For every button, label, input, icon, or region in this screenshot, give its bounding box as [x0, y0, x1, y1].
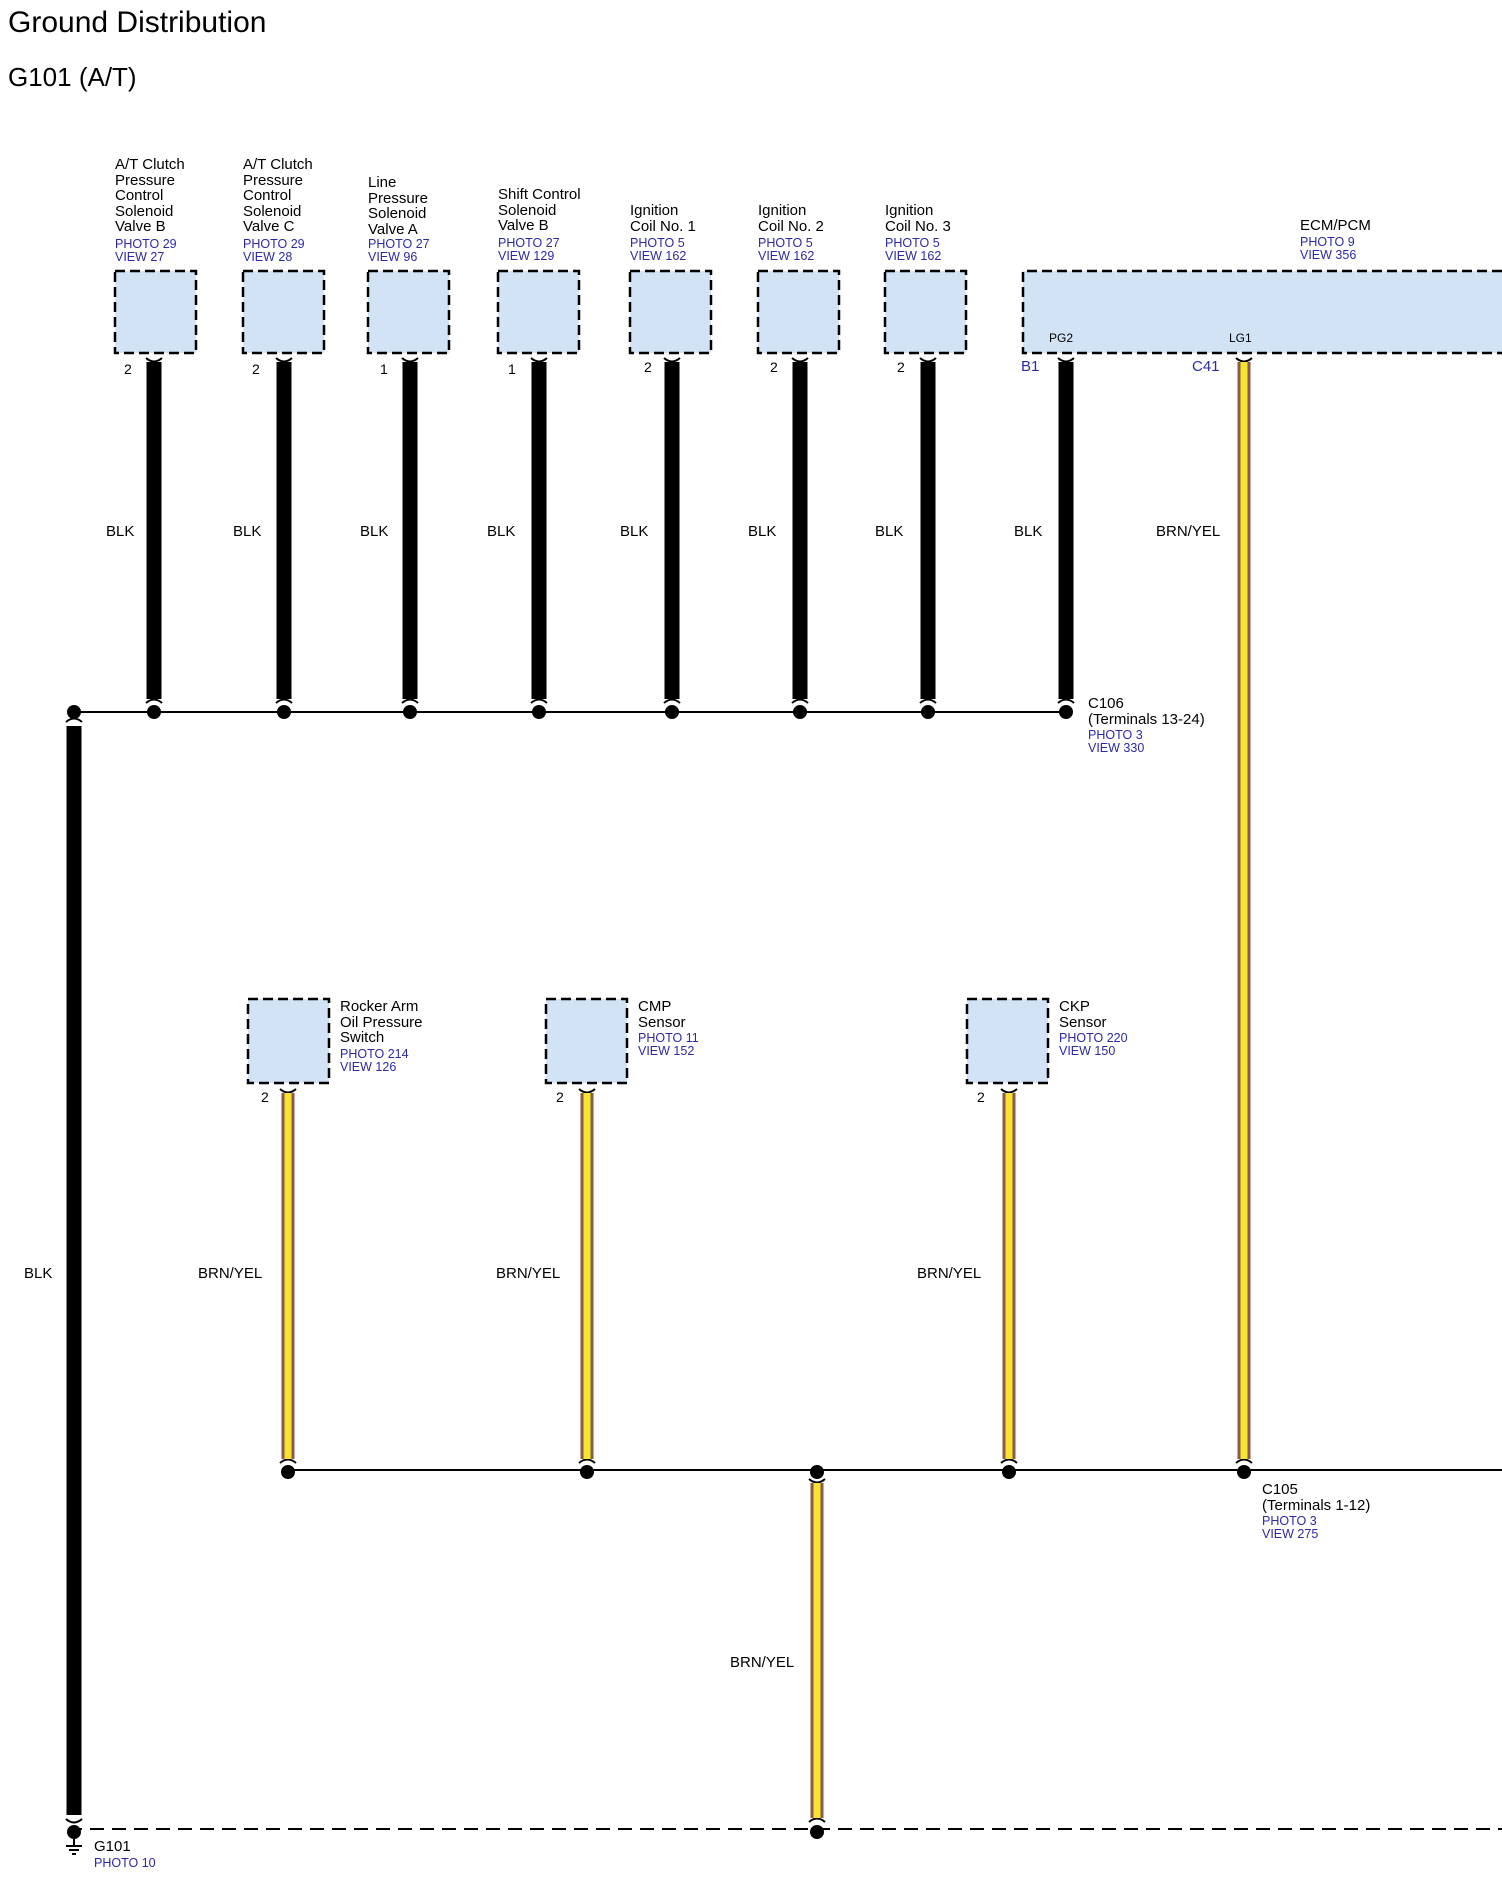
bottom-component-boxes [246, 997, 1050, 1085]
bottom-wire-2 [578, 1088, 596, 1464]
page-title: Ground Distribution [8, 6, 267, 39]
box-ignition-coil-1 [628, 269, 713, 355]
ecm-terminal-pg2: PG2 [1049, 331, 1074, 345]
top-wire-1 [145, 357, 163, 704]
wire-label-at-clutch-valve-c: BLK [233, 523, 262, 540]
bottom-wire-1 [279, 1088, 297, 1464]
page-subtitle: G101 (A/T) [8, 62, 137, 92]
top-component-boxes [113, 269, 1502, 355]
label-ecm-pcm: ECM/PCM [1300, 217, 1371, 234]
box-ignition-coil-2 [756, 269, 841, 355]
bottom-wires [279, 1088, 1018, 1823]
top-wire-5 [663, 357, 681, 704]
ground-symbol [66, 1839, 82, 1855]
wire-label-ecm-pg2: BLK [1014, 523, 1043, 540]
box-ecm-pcm [1021, 269, 1502, 355]
wire-label-at-clutch-valve-b: BLK [106, 523, 135, 540]
pin-ckp-sensor: 2 [977, 1089, 985, 1105]
box-ignition-coil-3 [883, 269, 968, 355]
wire-label-shift-control-valve-b: BLK [487, 523, 516, 540]
ref-g101: PHOTO 10 [94, 1856, 156, 1870]
box-rocker-arm-switch [246, 997, 331, 1085]
pin-shift-control-valve-b: 1 [508, 361, 516, 377]
label-c106: C106(Terminals 13-24) [1088, 695, 1205, 728]
top-wire-8 [1057, 357, 1075, 704]
top-wire-7 [919, 357, 937, 704]
junction-dots [67, 705, 1251, 1839]
wire-label-down-wire: BRN/YEL [730, 1654, 795, 1671]
top-wires [145, 357, 1253, 1464]
top-wire-6 [791, 357, 809, 704]
wire-label-ecm-lg1: BRN/YEL [1156, 523, 1221, 540]
box-at-clutch-valve-b [113, 269, 198, 355]
box-at-clutch-valve-c [241, 269, 326, 355]
ecm-pin-b1: B1 [1021, 358, 1040, 375]
pin-rocker-arm-switch: 2 [261, 1089, 269, 1105]
wire-label-ignition-coil-1: BLK [620, 523, 649, 540]
box-line-pressure-valve-a [366, 269, 451, 355]
wire-label-ground-blk: BLK [24, 1265, 53, 1282]
pin-ignition-coil-1: 2 [644, 359, 652, 375]
label-g101: G101 [94, 1838, 131, 1855]
box-cmp-sensor [544, 997, 629, 1085]
top-wire-3 [401, 357, 419, 704]
top-wire-4 [530, 357, 548, 704]
pin-at-clutch-valve-b: 2 [124, 361, 132, 377]
ground-wire-blk [65, 717, 83, 1824]
pin-at-clutch-valve-c: 2 [252, 361, 260, 377]
top-wire-2 [275, 357, 293, 704]
pin-ignition-coil-3: 2 [897, 359, 905, 375]
wire-label-ckp-sensor: BRN/YEL [917, 1265, 982, 1282]
ecm-terminal-lg1: LG1 [1229, 331, 1252, 345]
wire-label-rocker-arm-switch: BRN/YEL [198, 1265, 263, 1282]
pin-line-pressure-valve-a: 1 [380, 361, 388, 377]
wire-label-line-pressure-valve-a: BLK [360, 523, 389, 540]
ecm-pin-c41: C41 [1192, 358, 1220, 375]
label-c105: C105(Terminals 1-12) [1262, 1481, 1371, 1514]
pin-ignition-coil-2: 2 [770, 359, 778, 375]
bottom-wire-3 [1000, 1088, 1018, 1464]
down-wire-to-g101 [808, 1478, 826, 1823]
box-ckp-sensor [965, 997, 1050, 1085]
box-shift-control-valve-b [496, 269, 581, 355]
pin-cmp-sensor: 2 [556, 1089, 564, 1105]
wire-label-cmp-sensor: BRN/YEL [496, 1265, 561, 1282]
top-wire-ecm-lg1 [1235, 357, 1253, 1464]
wire-label-ignition-coil-2: BLK [748, 523, 777, 540]
wire-label-ignition-coil-3: BLK [875, 523, 904, 540]
